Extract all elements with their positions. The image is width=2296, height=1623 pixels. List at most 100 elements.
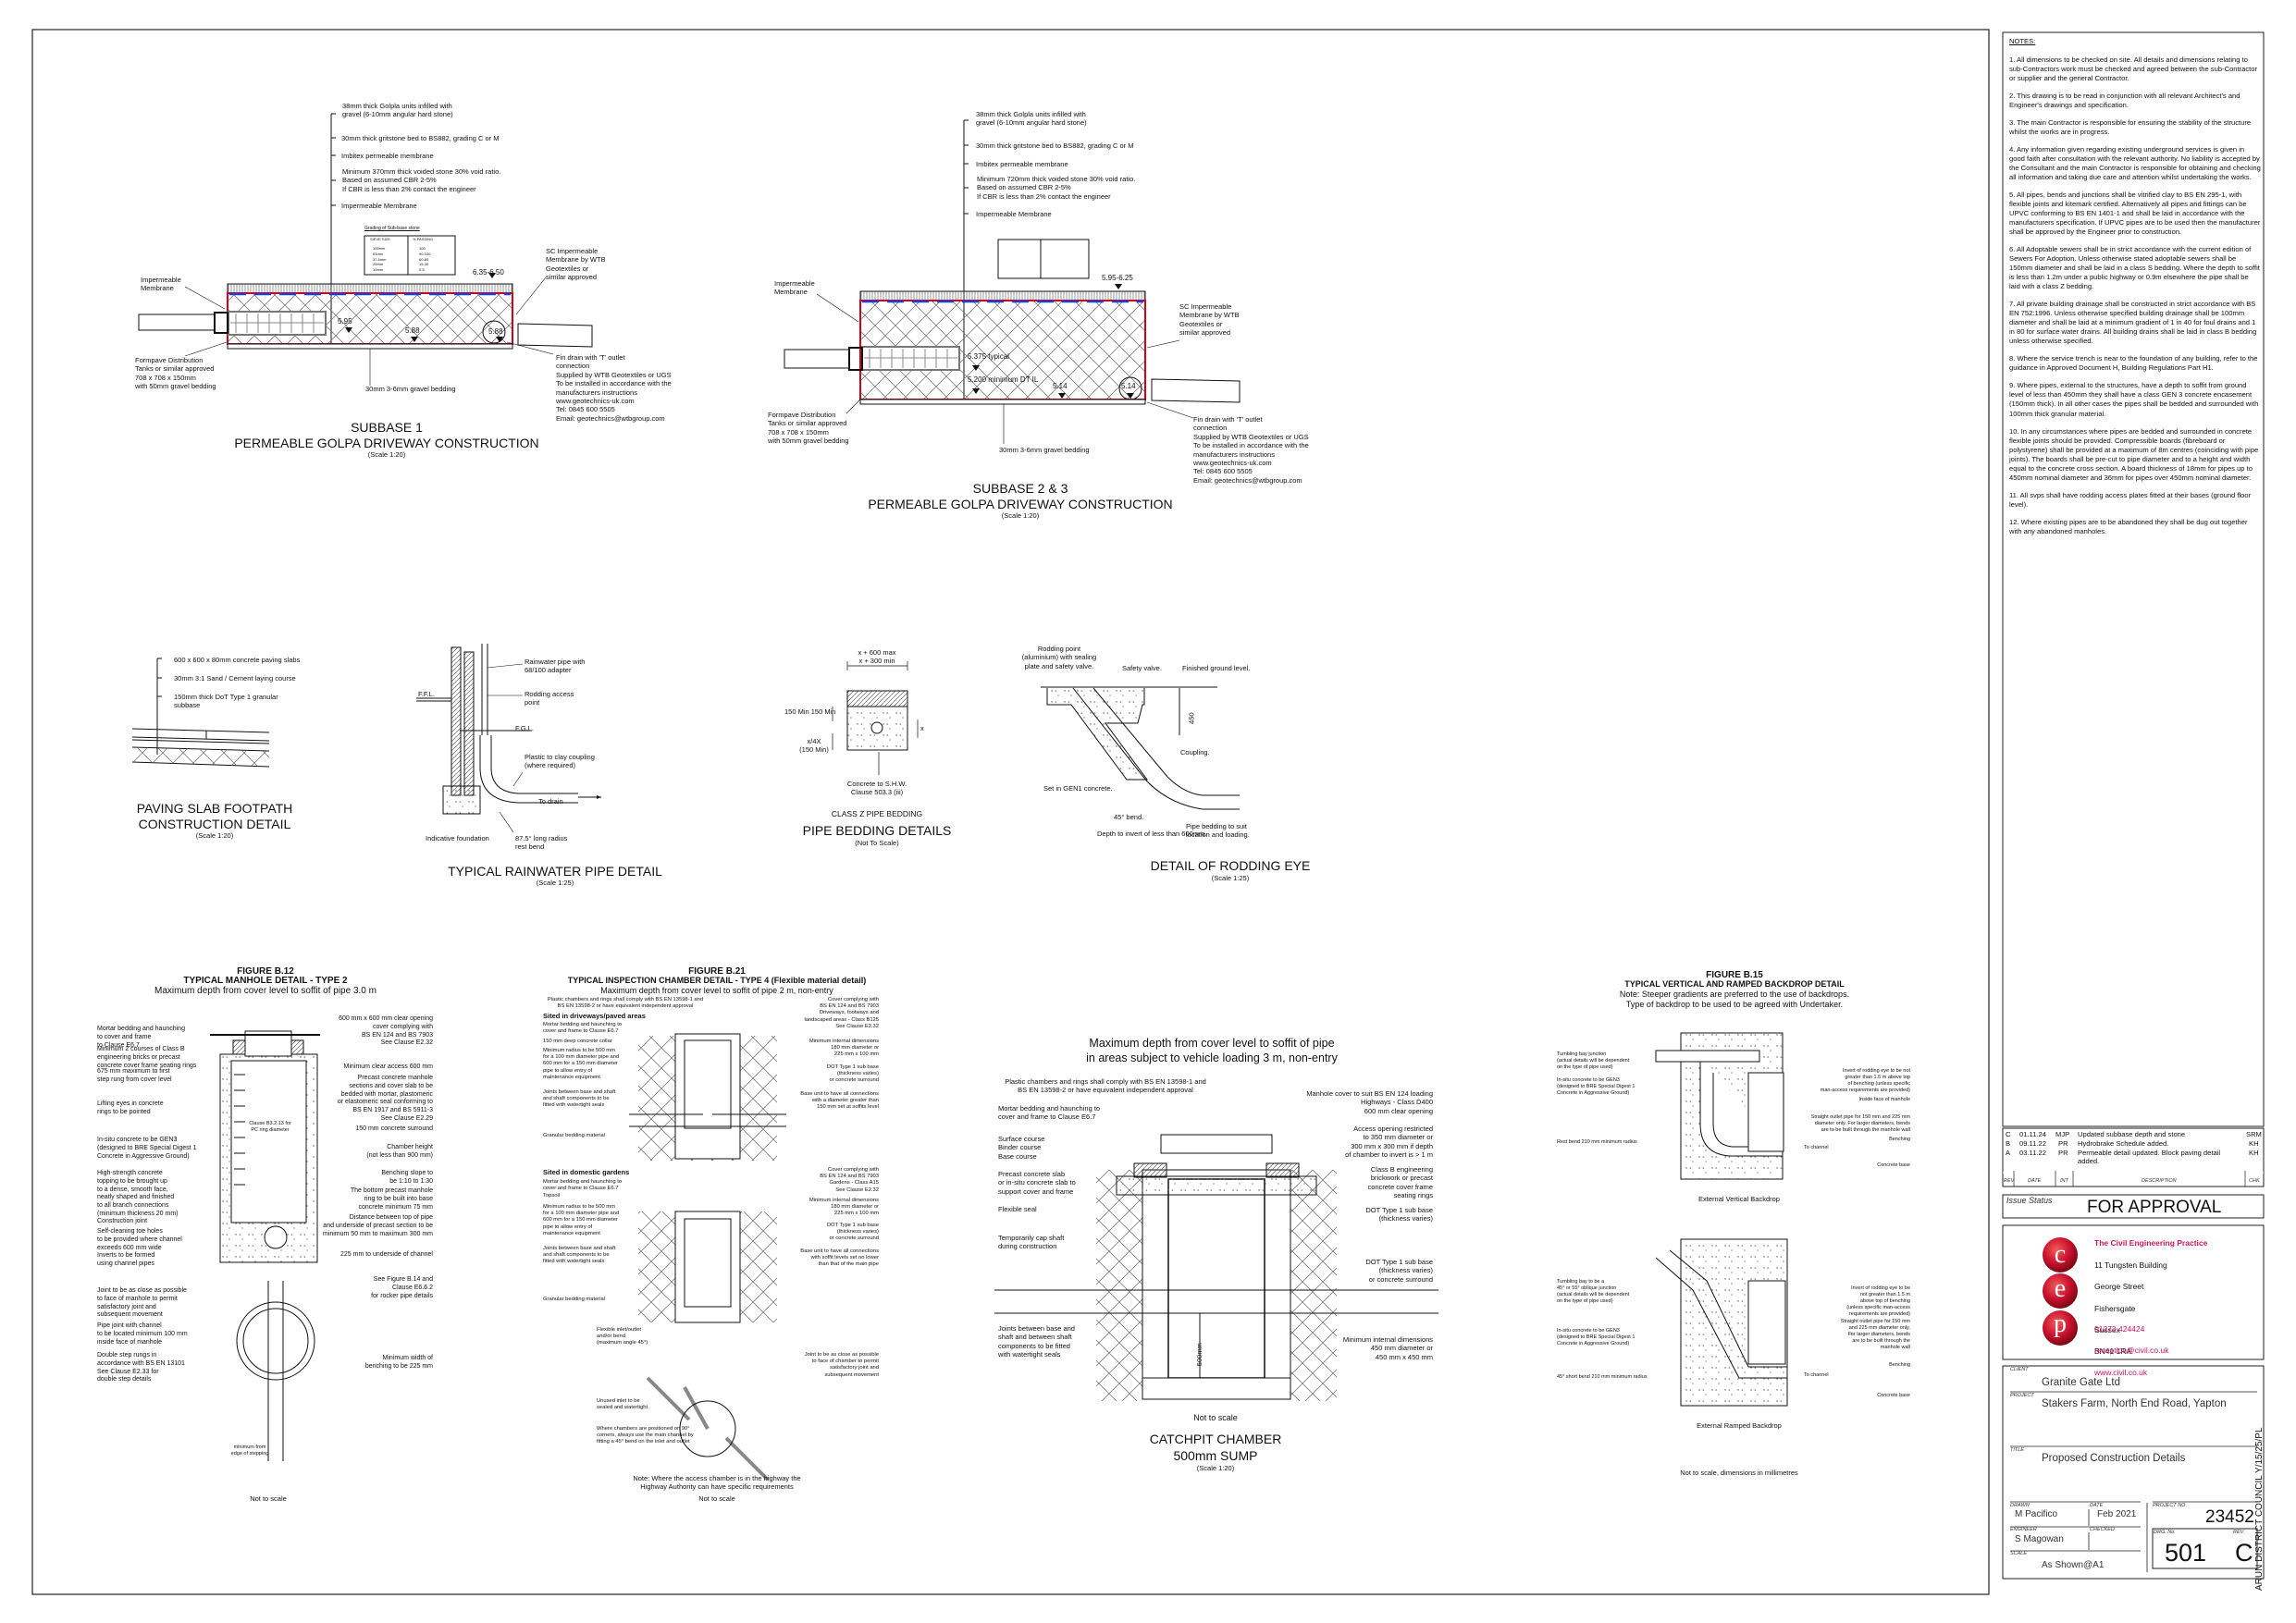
figure-subtitle: Maximum depth from cover level to soffit… <box>154 986 376 996</box>
subbase1-drawing <box>138 113 593 386</box>
logo-letter: p <box>2054 1309 2067 1338</box>
label: Rodding point (aluminium) with sealing p… <box>1021 645 1097 670</box>
figure-number: FIGURE B.15 <box>1706 970 1763 980</box>
label: Minimum 720mm thick voided stone 30% voi… <box>977 175 1136 201</box>
issue-status-value: FOR APPROVAL <box>2087 1198 2222 1217</box>
label: Joint to be as close as possible to face… <box>804 1352 879 1378</box>
label: Minimum 2 courses of Class B engineering… <box>97 1046 197 1069</box>
initials-header: INT <box>2060 1178 2068 1184</box>
note-item: 1. All dimensions to be checked on site.… <box>2009 55 2258 83</box>
label: Imbitex permeable membrane <box>976 160 1068 168</box>
detail-title: PAVING SLAB FOOTPATH <box>136 801 293 816</box>
grading-header: SIEVE SIZE <box>370 237 390 241</box>
notes-heading: NOTES: <box>2009 37 2036 45</box>
label: Flexible inlet/outlet and/or bend (maxim… <box>597 1327 648 1346</box>
scale-note: Not to scale <box>250 1494 287 1503</box>
detail-scale: (Scale 1:25) <box>1211 874 1250 882</box>
figure-caption: External Ramped Backdrop <box>1697 1421 1782 1430</box>
date-header: DATE <box>2028 1178 2042 1184</box>
inspection-chamber-drawing <box>629 1033 786 1482</box>
rodding-eye-drawing <box>1041 686 1240 810</box>
label: Inverts to be formed using channel pipes <box>97 1252 155 1267</box>
company-name: The Civil Engineering Practice <box>2094 1238 2208 1248</box>
label: Benching slope to be 1:10 to 1:30 <box>381 1170 433 1185</box>
level-marker: 5.88 <box>488 327 503 336</box>
date-label: DATE <box>2090 1503 2104 1508</box>
label: 600 x 600 x 80mm concrete paving slabs <box>174 656 301 664</box>
label: Precast concrete manhole sections and co… <box>337 1075 433 1122</box>
planning-stamp: ARUN DISTRICT COUNCIL Y/15/25/PL <box>2254 1427 2265 1591</box>
label: In-situ concrete to be GEN3 (designed to… <box>1557 1077 1636 1096</box>
label: Formpave Distribution Tanks or similar a… <box>768 411 849 446</box>
address-line: George Street <box>2094 1282 2144 1292</box>
detail-title: CATCHPIT CHAMBER <box>1149 1432 1282 1446</box>
paving-drawing <box>131 658 270 768</box>
project-no-value: 23452 <box>2205 1507 2254 1527</box>
label: Benching <box>1889 1137 1910 1142</box>
detail-scale: (Not To Scale) <box>855 839 899 847</box>
label: Finished ground level. <box>1182 664 1251 672</box>
label: Base unit to have all connections with a… <box>800 1091 879 1111</box>
company-phone: 01273 424424 <box>2094 1323 2145 1334</box>
label: Where chambers are positioned on 90° cor… <box>597 1426 694 1445</box>
label: 150 mm concrete surround <box>355 1125 433 1132</box>
rev-initials: PR <box>2058 1139 2068 1148</box>
level-marker: 5.375 typical <box>968 352 1009 361</box>
label: SC Impermeable Membrane by WTB Geotextil… <box>1179 302 1240 338</box>
label: Unused inlet to be sealed and watertight <box>597 1398 648 1411</box>
grading-header: % PASSING <box>413 237 434 241</box>
scale-note: Not to scale <box>1193 1413 1238 1422</box>
company-email[interactable]: reception@civil.co.uk <box>2094 1346 2169 1356</box>
engineer-label: ENGINEER <box>2010 1527 2037 1532</box>
label: Rainwater pipe with 68/100 adapter <box>525 658 586 675</box>
rev-checked: SRM <box>2246 1130 2262 1138</box>
title-block-frame <box>2002 1365 2265 1580</box>
label: Clause B3.2.13 for PC ring diameter <box>249 1121 291 1133</box>
label: The bottom precast manhole ring to be bu… <box>350 1187 433 1211</box>
level-marker: 5.14 <box>1121 382 1136 390</box>
label: Self-cleaning toe holes to be provided w… <box>97 1228 182 1251</box>
label: 38mm thick Golpla units infilled with gr… <box>976 110 1087 128</box>
note-item: 9. Where pipes, external to the structur… <box>2009 381 2259 418</box>
label: 38mm thick Golpla units infilled with gr… <box>342 102 453 119</box>
company-website[interactable]: www.civil.co.uk <box>2094 1367 2148 1377</box>
note-item: 8. Where the service trench is near to t… <box>2009 354 2258 373</box>
label: Set in GEN1 concrete. <box>1043 784 1113 793</box>
label: 87.5° long radius rest bend <box>515 834 568 852</box>
description-header: DESCRIPTION <box>2142 1178 2177 1184</box>
rev-description: Hydrobrake Schedule added. <box>2078 1139 2169 1148</box>
label: 675 mm maximum to first step rung from c… <box>97 1068 172 1083</box>
date-value: Feb 2021 <box>2097 1509 2137 1519</box>
label: Concrete base <box>1877 1162 1910 1168</box>
label: Construction joint <box>97 1218 148 1224</box>
dimension: 450 <box>1187 712 1196 724</box>
detail-scale: (Scale 1:20) <box>1001 511 1040 520</box>
company-frame <box>2002 1224 2265 1360</box>
backdrop-drawing <box>1655 1032 1788 1407</box>
level-marker: 5.200 minimum DT IL <box>968 375 1039 384</box>
label: Minimum width of benching to be 225 mm <box>364 1355 433 1370</box>
label: Flexible seal <box>998 1205 1037 1213</box>
rev-id: B <box>2006 1139 2011 1148</box>
notes-frame <box>2002 31 2265 1127</box>
figure-title: TYPICAL MANHOLE DETAIL - TYPE 2 <box>183 976 348 986</box>
label: SC Impermeable Membrane by WTB Geotextil… <box>546 247 606 282</box>
rainwater-drawing <box>416 644 601 833</box>
detail-title: SUBBASE 1 <box>351 420 423 435</box>
subbase23-drawing <box>784 119 1241 444</box>
note-item: 12. Where existing pipes are to be aband… <box>2009 517 2248 535</box>
figure-caption: External Vertical Backdrop <box>1698 1195 1780 1203</box>
figure-title: TYPICAL INSPECTION CHAMBER DETAIL - TYPE… <box>567 976 867 985</box>
label: Safety valve. <box>1122 664 1162 672</box>
figure-subtitle: Maximum depth from cover level to soffit… <box>600 986 833 995</box>
label: Distance between top of pipe and undersi… <box>322 1214 433 1237</box>
detail-heading: Maximum depth from cover level to soffit… <box>1086 1037 1338 1064</box>
label: Joints between base and shaft and shaft … <box>543 1246 616 1265</box>
detail-title: TYPICAL RAINWATER PIPE DETAIL <box>448 864 662 879</box>
detail-title: PERMEABLE GOLPA DRIVEWAY CONSTRUCTION <box>234 436 539 450</box>
label: Benching <box>1889 1362 1910 1368</box>
label: Chamber height (not less than 900 mm) <box>366 1144 433 1159</box>
pipe-bedding-drawing <box>832 661 919 775</box>
dimension: 500mm <box>1194 1343 1204 1367</box>
rev-date: 09.11.22 <box>2019 1139 2046 1148</box>
